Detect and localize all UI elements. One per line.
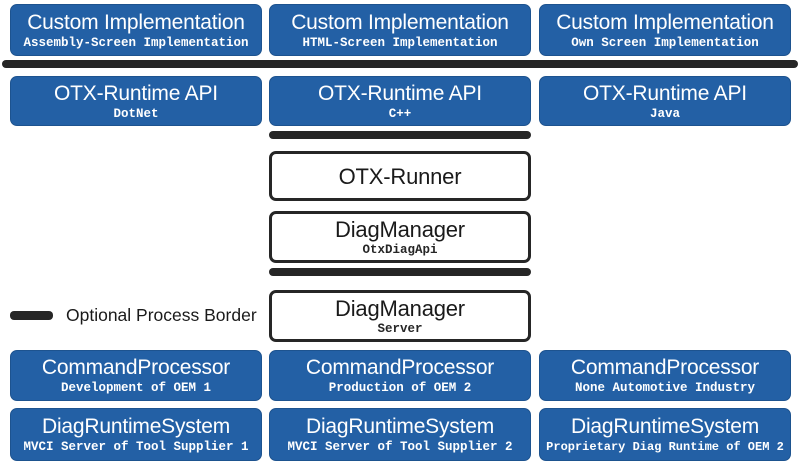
box-diag-runtime-system-supplier2[interactable]: DiagRuntimeSystem MVCI Server of Tool Su… [269,408,531,461]
process-border-middle-lower [269,268,531,276]
box-title: OTX-Runner [338,163,462,189]
box-diagmanager-server[interactable]: DiagManager Server [269,290,531,342]
box-subtitle: C++ [388,106,412,121]
box-title: OTX-Runtime API [318,81,482,105]
box-title: DiagManager [335,216,465,242]
box-subtitle: Proprietary Diag Runtime of OEM 2 [546,440,784,454]
box-subtitle: None Automotive Industry [574,381,756,395]
box-title: DiagRuntimeSystem [306,415,494,438]
box-custom-implementation-assembly[interactable]: Custom Implementation Assembly-Screen Im… [10,4,262,56]
box-title: Custom Implementation [27,10,245,34]
box-subtitle: MVCI Server of Tool Supplier 2 [287,440,513,454]
box-otx-runtime-api-java[interactable]: OTX-Runtime API Java [539,76,791,126]
box-title: DiagRuntimeSystem [571,415,759,438]
box-title: CommandProcessor [305,356,495,379]
box-otx-runtime-api-dotnet[interactable]: OTX-Runtime API DotNet [10,76,262,126]
process-border-middle-upper [269,131,531,139]
legend-optional-process-border: Optional Process Border [10,305,257,326]
box-subtitle: Own Screen Implementation [571,35,759,50]
box-command-processor-none-automotive[interactable]: CommandProcessor None Automotive Industr… [539,350,791,401]
box-subtitle: Production of OEM 2 [328,381,472,395]
box-subtitle: HTML-Screen Implementation [302,35,498,50]
box-command-processor-oem1[interactable]: CommandProcessor Development of OEM 1 [10,350,262,401]
process-border-swatch-icon [10,311,53,320]
box-title: DiagRuntimeSystem [42,415,230,438]
box-subtitle: OtxDiagApi [362,242,438,257]
box-title: CommandProcessor [41,356,231,379]
box-subtitle: Server [377,321,423,336]
box-subtitle: Assembly-Screen Implementation [23,35,249,50]
legend-label: Optional Process Border [66,305,257,325]
box-subtitle: Java [649,106,680,121]
box-subtitle: DotNet [113,106,159,121]
box-custom-implementation-own[interactable]: Custom Implementation Own Screen Impleme… [539,4,791,56]
process-border-top-full-width [2,60,798,68]
box-title: CommandProcessor [570,356,760,379]
box-subtitle: MVCI Server of Tool Supplier 1 [23,440,249,454]
box-title: DiagManager [335,295,465,321]
box-title: Custom Implementation [291,10,509,34]
box-diagmanager-otxdiagapi[interactable]: DiagManager OtxDiagApi [269,211,531,263]
box-title: OTX-Runtime API [583,81,747,105]
box-otx-runner[interactable]: OTX-Runner [269,151,531,201]
box-diag-runtime-system-proprietary[interactable]: DiagRuntimeSystem Proprietary Diag Runti… [539,408,791,461]
box-custom-implementation-html[interactable]: Custom Implementation HTML-Screen Implem… [269,4,531,56]
box-title: Custom Implementation [556,10,774,34]
box-diag-runtime-system-supplier1[interactable]: DiagRuntimeSystem MVCI Server of Tool Su… [10,408,262,461]
box-title: OTX-Runtime API [54,81,218,105]
box-subtitle: Development of OEM 1 [60,381,212,395]
box-otx-runtime-api-cpp[interactable]: OTX-Runtime API C++ [269,76,531,126]
box-command-processor-oem2[interactable]: CommandProcessor Production of OEM 2 [269,350,531,401]
